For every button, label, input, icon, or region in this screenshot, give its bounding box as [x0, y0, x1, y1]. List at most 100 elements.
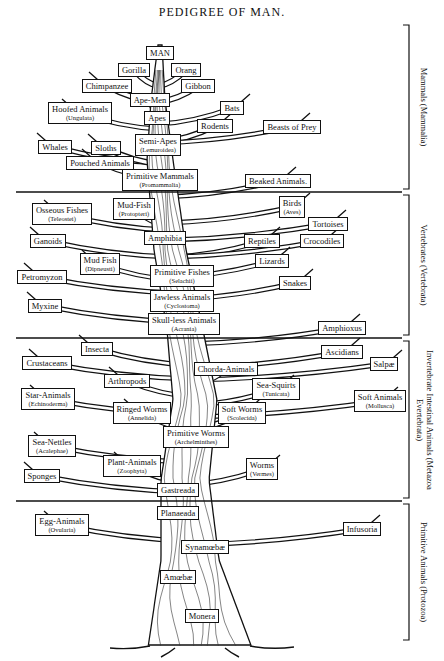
- latin-name: (Mollusca): [358, 402, 403, 410]
- taxon-name: Ascidians: [325, 347, 359, 357]
- taxon-box: Star-Animals(Echinoderma): [21, 388, 74, 410]
- divider-line: [16, 500, 402, 501]
- taxon-box: Whales: [38, 140, 72, 154]
- taxon-box: Mud-Fish(Protopteri): [113, 198, 155, 220]
- taxon-box: Infusoria: [343, 522, 382, 536]
- latin-name: (Selachii): [154, 277, 210, 285]
- taxon-box: Crustaceans: [22, 356, 71, 370]
- taxon-box: Ascidians: [321, 345, 363, 359]
- latin-name: (Tunicata): [256, 390, 295, 398]
- latin-name: (Echinoderma): [25, 400, 70, 408]
- taxon-box: Apes: [144, 111, 169, 125]
- latin-name: (Lemuroidea): [139, 146, 177, 154]
- taxon-box: Amphioxus: [318, 321, 366, 335]
- taxon-name: Sponges: [28, 471, 57, 481]
- latin-name: (Protopteri): [117, 210, 151, 218]
- taxon-box: Semi-Apes(Lemuroidea): [135, 134, 181, 156]
- taxon-name: Mud Fish: [84, 255, 117, 265]
- taxon-name: Orang: [175, 65, 196, 75]
- taxon-box: Chimpanzee: [82, 79, 132, 93]
- taxon-box: Primitive Fishes(Selachii): [150, 265, 214, 287]
- taxon-box: Ringed Worms(Annelida): [113, 402, 172, 424]
- taxon-box: Amœbæ: [160, 570, 197, 584]
- taxon-name: Sloths: [95, 143, 116, 153]
- taxon-name: Jawless Animals: [154, 292, 210, 302]
- taxon-box: Skull-less Animals(Acrania): [148, 313, 220, 335]
- taxon-name: Crocodiles: [304, 236, 341, 246]
- taxon-box: Myxine: [28, 299, 62, 313]
- taxon-box: Bats: [220, 101, 243, 115]
- taxon-box: Tortoises: [308, 217, 347, 231]
- latin-name: (Aves): [283, 208, 301, 216]
- taxon-name: Reptiles: [248, 236, 276, 246]
- taxon-name: Primitive Worms: [167, 428, 225, 438]
- taxon-name: Snakes: [283, 278, 307, 288]
- taxon-box: Primitive Mammals(Promammalia): [122, 169, 198, 191]
- section-label: Invertebrate Intestinal Animals (Metazoa…: [414, 345, 434, 494]
- latin-name: (Acrania): [152, 325, 216, 333]
- taxon-name: Bats: [224, 103, 239, 113]
- latin-name: (Cyclostoma): [154, 302, 210, 310]
- taxon-name: Mud-Fish: [117, 200, 151, 210]
- taxon-box: Crocodiles: [300, 234, 345, 248]
- taxon-name: Ape-Men: [134, 95, 167, 105]
- taxon-box: Ape-Men: [130, 93, 171, 107]
- taxon-box: MAN: [146, 46, 174, 60]
- taxon-name: Soft Worms: [222, 404, 262, 414]
- taxon-name: Amphibia: [148, 233, 182, 243]
- taxon-name: Beasts of Prey: [267, 122, 316, 132]
- tree-trunk: [110, 45, 294, 657]
- bark-hatch: [161, 70, 219, 646]
- taxon-name: Hoofed Animals: [52, 104, 108, 114]
- latin-name: (Promammalia): [126, 181, 194, 189]
- taxon-box: Hoofed Animals(Ungulata): [48, 102, 112, 124]
- latin-name: (Zoophyta): [107, 467, 156, 475]
- taxon-name: Gibbon: [185, 81, 211, 91]
- taxon-name: Star-Animals: [25, 390, 70, 400]
- taxon-box: Gastreada: [157, 483, 199, 497]
- taxon-box: Plant-Animals(Zoophyta): [103, 455, 160, 477]
- section-dividers: [16, 192, 402, 501]
- taxon-name: Plant-Animals: [107, 457, 156, 467]
- taxon-name: Whales: [42, 142, 68, 152]
- bracket: [403, 341, 409, 498]
- taxon-name: MAN: [150, 48, 170, 58]
- latin-name: (Scolecida): [222, 414, 262, 422]
- taxon-box: Beaked Animals.: [245, 174, 311, 188]
- taxon-name: Planaeada: [161, 508, 195, 518]
- branch-fill: [167, 207, 292, 223]
- section-label: Primitive Animals (Protozoa): [419, 508, 429, 636]
- taxon-box: Pouched Animals: [66, 156, 134, 170]
- taxon-name: Monera: [189, 611, 215, 621]
- taxon-box: Worms(Vermes): [246, 458, 278, 480]
- taxon-box: Gorilla: [118, 63, 150, 77]
- taxon-box: Sponges: [24, 469, 61, 483]
- taxon-name: Worms: [250, 460, 274, 470]
- taxon-name: Beaked Animals.: [249, 176, 307, 186]
- taxon-name: Chorda-Animals: [198, 364, 255, 374]
- section-label: Mammals (Mammalia): [419, 29, 429, 185]
- taxon-box: Egg-Animals(Ovularia): [35, 514, 88, 536]
- bracket: [403, 195, 409, 335]
- taxon-box: Soft Worms(Scolecida): [218, 402, 266, 424]
- bark-hatch: [152, 70, 185, 646]
- taxon-name: Chimpanzee: [86, 81, 128, 91]
- taxon-name: Gastreada: [161, 485, 195, 495]
- taxon-box: Reptiles: [244, 234, 280, 248]
- taxon-box: Amphibia: [144, 231, 186, 245]
- taxon-box: Primitive Worms(Archelminthes): [163, 426, 229, 448]
- bark-hatch: [162, 70, 236, 646]
- taxon-box: Monera: [185, 609, 219, 623]
- latin-name: (Ungulata): [52, 114, 108, 122]
- taxon-name: Ringed Worms: [117, 404, 168, 414]
- taxon-box: Snakes: [279, 276, 311, 290]
- taxon-name: Pouched Animals: [70, 158, 130, 168]
- latin-name: (Dipneusti): [84, 265, 117, 273]
- latin-name: (Teleostei): [36, 215, 88, 223]
- taxon-name: Rodents: [201, 121, 229, 131]
- taxon-name: Crustaceans: [26, 358, 67, 368]
- latin-name: (Vermes): [250, 470, 274, 478]
- latin-name: (Ovularia): [39, 526, 84, 534]
